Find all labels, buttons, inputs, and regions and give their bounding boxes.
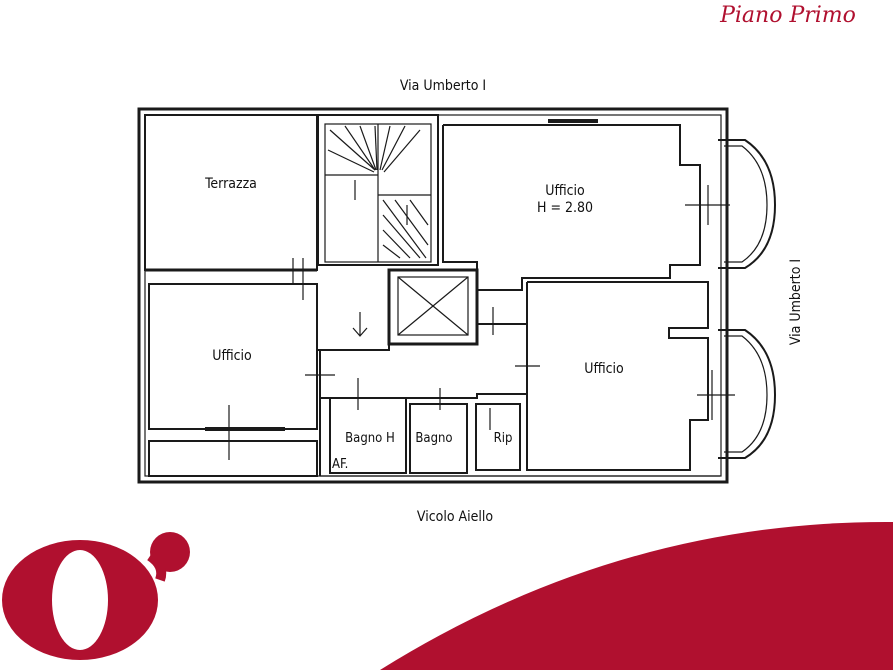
street-labels: Via Umberto I Via Umberto I Vicolo Aiell… — [400, 78, 804, 525]
label-ufficio-left: Ufficio — [212, 348, 252, 364]
balcony-top — [718, 139, 777, 269]
room-ufficio-top-right — [442, 119, 730, 291]
label-af: AF. — [332, 457, 348, 472]
room-rip — [475, 403, 521, 471]
label-rip: Rip — [494, 431, 513, 446]
brand-logo-icon — [2, 532, 190, 660]
street-bottom: Vicolo Aiello — [417, 509, 494, 525]
page-title: Piano Primo — [719, 3, 856, 28]
label-bagno-h: Bagno H — [345, 431, 395, 446]
room-bottom-strip — [148, 440, 318, 477]
corridor — [317, 307, 540, 410]
room-ufficio-right — [526, 281, 735, 471]
room-bagno-h — [329, 397, 407, 474]
label-terrazza: Terrazza — [204, 176, 257, 192]
room-ufficio-left — [148, 283, 335, 460]
balcony-bottom — [718, 329, 777, 459]
room-bagno — [409, 403, 468, 474]
staircase — [317, 114, 439, 266]
room-terrazza — [144, 114, 318, 300]
label-ufficio-height: H = 2.80 — [537, 200, 593, 216]
street-right: Via Umberto I — [788, 259, 804, 345]
room-labels: Terrazza Ufficio H = 2.80 Ufficio Uffici… — [204, 176, 624, 472]
brand-wave — [380, 521, 893, 670]
elevator — [387, 268, 479, 346]
floor-plan — [137, 107, 777, 484]
label-bagno: Bagno — [415, 431, 452, 446]
label-ufficio-right: Ufficio — [584, 361, 624, 377]
outer-walls — [137, 107, 729, 484]
street-top: Via Umberto I — [400, 78, 486, 94]
label-ufficio-top-right: Ufficio — [545, 183, 585, 199]
